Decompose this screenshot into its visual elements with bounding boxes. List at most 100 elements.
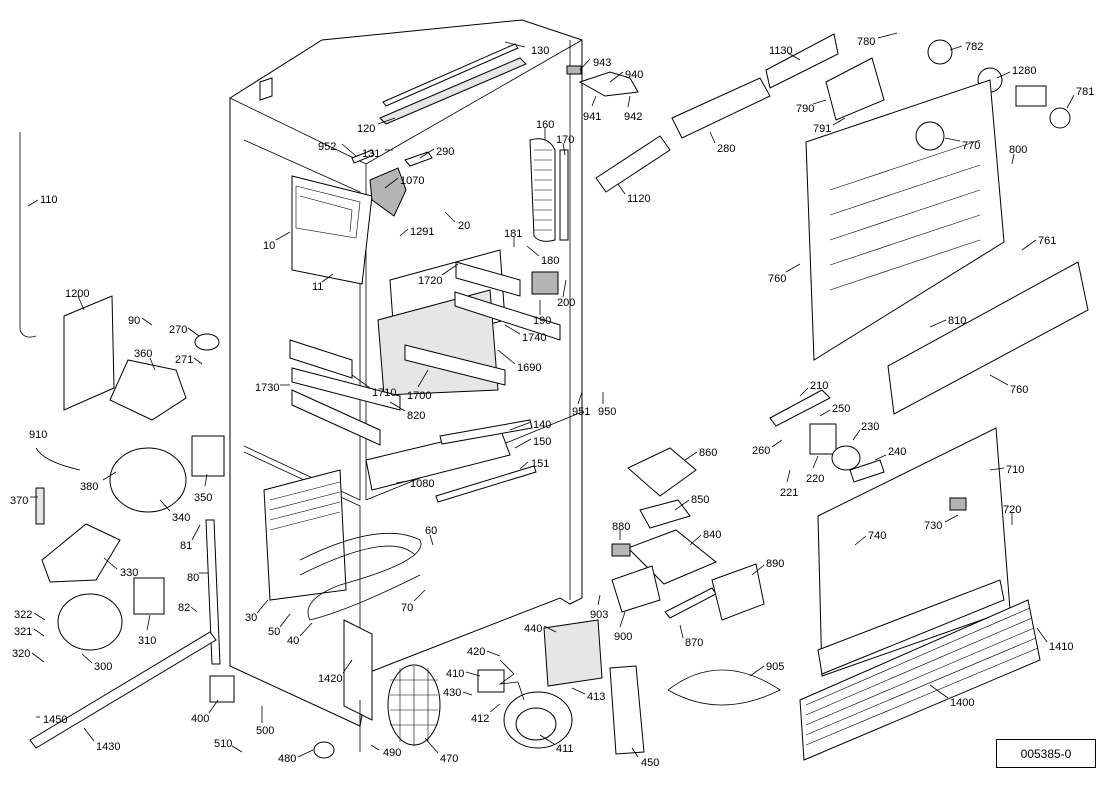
callout-label-510: 510 — [214, 738, 232, 750]
callout-leader-1420 — [342, 659, 353, 674]
callout-leader-790 — [812, 99, 827, 105]
callout-label-940: 940 — [625, 69, 643, 81]
callout-leader-82 — [190, 606, 198, 613]
callout-label-110: 110 — [40, 194, 58, 206]
callout-label-20: 20 — [458, 220, 470, 232]
callout-label-860: 860 — [699, 447, 717, 459]
callout-leader-380 — [102, 471, 117, 481]
callout-label-380: 380 — [80, 481, 98, 493]
callout-label-950: 950 — [598, 406, 616, 418]
callout-leader-151 — [519, 461, 529, 470]
callout-leader-70 — [413, 589, 426, 602]
callout-label-770: 770 — [962, 140, 980, 152]
callout-label-360: 360 — [134, 348, 152, 360]
callout-label-200: 200 — [557, 297, 575, 309]
callout-leader-300 — [81, 653, 93, 664]
callout-leader-210 — [799, 387, 809, 397]
callout-leader-820 — [389, 401, 406, 412]
callout-leader-1740 — [504, 324, 521, 335]
callout-leader-11 — [321, 273, 334, 283]
callout-leader-20 — [444, 211, 456, 223]
callout-label-943: 943 — [593, 57, 611, 69]
callout-label-170: 170 — [556, 134, 574, 146]
callout-leader-942 — [627, 95, 631, 108]
part-drawings — [19, 19, 1089, 761]
callout-leader-740 — [854, 535, 867, 546]
callout-label-130: 130 — [531, 45, 549, 57]
callout-label-221: 221 — [780, 487, 798, 499]
callout-label-412: 412 — [471, 713, 489, 725]
callout-label-81: 81 — [180, 540, 192, 552]
callout-leader-943 — [579, 58, 591, 71]
callout-label-322: 322 — [14, 609, 32, 621]
callout-label-1080: 1080 — [410, 478, 434, 490]
callout-label-120: 120 — [357, 123, 375, 135]
callout-leader-230 — [852, 429, 861, 441]
callout-label-1280: 1280 — [1012, 65, 1036, 77]
callout-leader-120 — [377, 117, 396, 125]
callout-leader-411 — [539, 734, 555, 745]
callout-label-10: 10 — [263, 240, 275, 252]
callout-leader-1410 — [1036, 627, 1048, 643]
callout-label-781: 781 — [1076, 86, 1094, 98]
callout-label-720: 720 — [1003, 504, 1021, 516]
callout-label-1700: 1700 — [407, 390, 431, 402]
callout-label-70: 70 — [401, 602, 413, 614]
callout-leader-860 — [684, 451, 698, 461]
callout-label-320: 320 — [12, 648, 30, 660]
callout-leader-760b — [989, 374, 1009, 386]
callout-leader-321 — [33, 628, 45, 637]
callout-label-370: 370 — [10, 495, 28, 507]
callout-label-150: 150 — [533, 436, 551, 448]
callout-label-271: 271 — [175, 354, 193, 366]
callout-leader-1710 — [351, 374, 371, 389]
callout-label-181: 181 — [504, 228, 522, 240]
callout-leader-781 — [1066, 94, 1075, 109]
callout-leader-150 — [514, 438, 532, 449]
callout-label-80: 80 — [187, 572, 199, 584]
callout-label-1450: 1450 — [43, 714, 67, 726]
callout-leader-710 — [989, 467, 1005, 471]
callout-leader-110 — [27, 199, 39, 207]
callout-label-870: 870 — [685, 637, 703, 649]
callout-leader-412 — [489, 703, 501, 713]
callout-leader-450 — [631, 747, 639, 758]
callout-label-413: 413 — [587, 691, 605, 703]
callout-label-330: 330 — [120, 567, 138, 579]
callout-label-761: 761 — [1038, 235, 1056, 247]
callout-leader-1700 — [417, 369, 429, 388]
callout-leader-40 — [299, 622, 313, 637]
callout-label-1420: 1420 — [318, 673, 342, 685]
callout-leader-1130 — [787, 52, 801, 61]
callout-label-790: 790 — [796, 103, 814, 115]
callout-leader-1080 — [395, 480, 409, 484]
callout-leader-413 — [571, 687, 586, 695]
callout-leader-270 — [187, 327, 200, 337]
callout-label-1070: 1070 — [400, 175, 424, 187]
callout-label-820: 820 — [407, 410, 425, 422]
callout-leader-440 — [543, 625, 557, 633]
callout-leader-221 — [786, 469, 791, 483]
callout-label-942: 942 — [624, 111, 642, 123]
callout-label-40: 40 — [287, 635, 299, 647]
callout-leader-840 — [689, 534, 702, 546]
callout-label-1690: 1690 — [517, 362, 541, 374]
callout-label-850: 850 — [691, 494, 709, 506]
callout-label-1120: 1120 — [627, 193, 651, 205]
callout-label-210: 210 — [810, 380, 828, 392]
callout-leader-260 — [771, 439, 783, 448]
callout-leader-1120 — [617, 183, 626, 195]
callout-label-500: 500 — [256, 725, 274, 737]
callout-label-810: 810 — [948, 315, 966, 327]
callout-leader-850 — [674, 499, 690, 511]
callout-label-1430: 1430 — [96, 741, 120, 753]
callout-leader-430 — [462, 691, 473, 696]
callout-leader-50 — [279, 613, 291, 628]
callout-label-250: 250 — [832, 403, 850, 415]
callout-label-480: 480 — [278, 753, 296, 765]
callout-leader-810 — [929, 319, 947, 328]
callout-label-290: 290 — [436, 146, 454, 158]
rear-cover-panel — [805, 79, 1005, 361]
callout-label-190: 190 — [533, 315, 551, 327]
